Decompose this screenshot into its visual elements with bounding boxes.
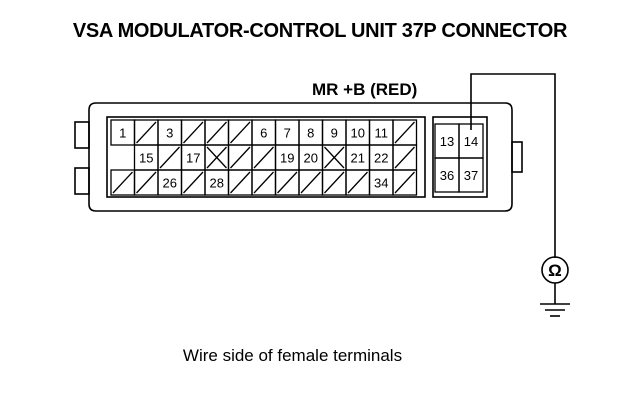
- empty-terminal-slash: [112, 171, 133, 194]
- pin-number-label: 36: [440, 168, 454, 183]
- pin-number-label: 8: [307, 126, 314, 141]
- left-latch-tab-bottom: [74, 167, 90, 195]
- pin-number-label: 7: [284, 126, 291, 141]
- empty-terminal-slash: [183, 121, 204, 144]
- pin-number-label: 22: [374, 151, 388, 166]
- blocked-terminal-cross: [206, 146, 227, 169]
- pin-number-label: 28: [210, 176, 224, 191]
- pin-number-label: 37: [464, 168, 478, 183]
- empty-terminal-slash: [136, 171, 157, 194]
- empty-terminal-slash: [136, 121, 157, 144]
- pin-number-label: 13: [440, 134, 454, 149]
- empty-terminal-slash: [253, 146, 274, 169]
- pin-number-label: 1: [119, 126, 126, 141]
- pin-number-label: 11: [375, 126, 389, 141]
- empty-terminal-slash: [159, 146, 180, 169]
- main-block-outline: [106, 116, 426, 198]
- empty-terminal-slash: [253, 171, 274, 194]
- test-lead-wire: [470, 73, 556, 258]
- pin-number-label: 15: [139, 151, 153, 166]
- empty-terminal-slash: [183, 171, 204, 194]
- empty-terminal-slash: [394, 171, 415, 194]
- empty-terminal-slash: [277, 171, 298, 194]
- empty-terminal-slash: [230, 171, 251, 194]
- empty-terminal-slash: [300, 171, 321, 194]
- left-latch-tab-top: [74, 121, 90, 149]
- empty-terminal-slash: [230, 146, 251, 169]
- main-block-cell: [392, 169, 418, 196]
- pin-number-label: 26: [163, 176, 177, 191]
- empty-terminal-slash: [324, 171, 345, 194]
- pin-number-label: 21: [351, 151, 365, 166]
- blocked-terminal-cross: [324, 146, 345, 169]
- connector-outer-shell: [88, 102, 513, 212]
- pin-number-label: 34: [374, 176, 388, 191]
- empty-terminal-slash: [206, 121, 227, 144]
- empty-terminal-slash: [230, 121, 251, 144]
- right-block-outline: [432, 116, 488, 198]
- pin-number-label: 6: [260, 126, 267, 141]
- pin-number-label: 3: [166, 126, 173, 141]
- diagram-caption: Wire side of female terminals: [182, 346, 403, 365]
- ohm-symbol: Ω: [548, 261, 562, 280]
- empty-terminal-slash: [347, 171, 368, 194]
- empty-terminal-slash: [394, 146, 415, 169]
- empty-terminal-slash: [394, 121, 415, 144]
- pin-number-label: 20: [304, 151, 318, 166]
- diagram-title: VSA MODULATOR-CONTROL UNIT 37P CONNECTOR: [72, 20, 568, 42]
- pin-number-label: 19: [280, 151, 294, 166]
- wire-label: MR +B (RED): [312, 80, 418, 99]
- pin-number-label: 10: [351, 126, 365, 141]
- pin-number-label: 17: [186, 151, 200, 166]
- pin-number-label: 9: [331, 126, 338, 141]
- right-block-cell: [458, 157, 484, 193]
- right-latch-tab: [511, 141, 523, 173]
- pin-number-label: 14: [464, 134, 478, 149]
